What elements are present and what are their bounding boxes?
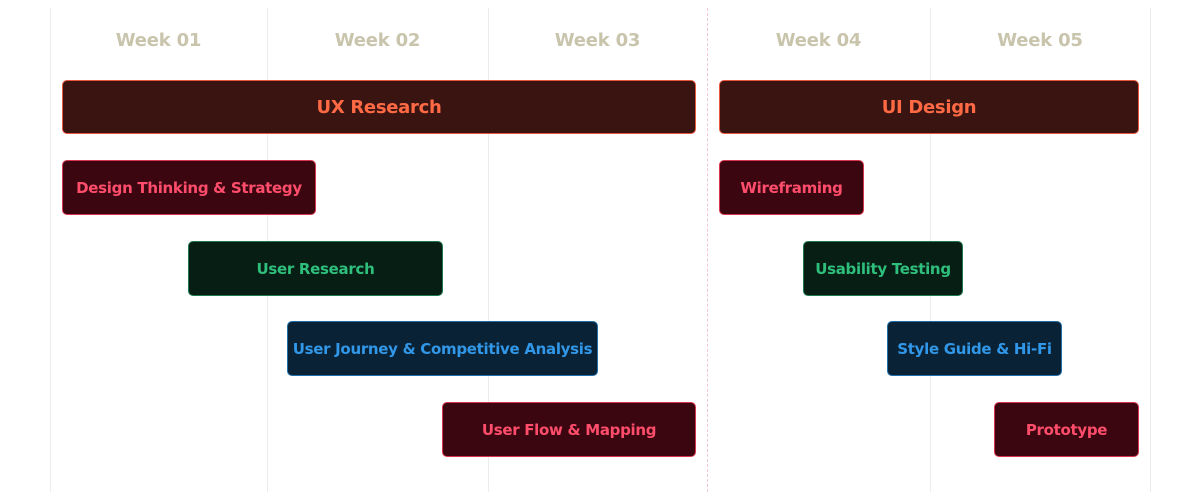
user-flow-task-bar: User Flow & Mapping <box>442 402 696 457</box>
gridline-start <box>50 8 51 492</box>
ui-design-phase-label: UI Design <box>881 96 977 118</box>
user-flow-task-label: User Flow & Mapping <box>481 420 657 439</box>
gridline-end <box>1150 8 1151 492</box>
ux-research-phase-bar: UX Research <box>62 80 696 134</box>
style-guide-task-label: Style Guide & Hi-Fi <box>897 339 1052 358</box>
week-05-label: Week 05 <box>997 30 1083 51</box>
user-journey-task-bar: User Journey & Competitive Analysis <box>287 321 598 376</box>
wireframing-task-label: Wireframing <box>740 178 843 197</box>
user-research-task-bar: User Research <box>188 241 443 296</box>
user-journey-task-label: User Journey & Competitive Analysis <box>292 339 593 358</box>
week-02-label: Week 02 <box>334 30 421 51</box>
week-01-label: Week 01 <box>115 30 202 51</box>
design-thinking-task-label: Design Thinking & Strategy <box>76 178 302 197</box>
week-03-label: Week 03 <box>554 30 641 51</box>
gridline-week-03 <box>488 8 489 492</box>
ui-design-phase-bar: UI Design <box>719 80 1139 134</box>
design-thinking-task-bar: Design Thinking & Strategy <box>62 160 316 215</box>
user-research-task-label: User Research <box>256 259 375 278</box>
ux-research-phase-label: UX Research <box>316 96 442 118</box>
usability-testing-task-label: Usability Testing <box>815 259 951 278</box>
week-04-label: Week 04 <box>775 30 862 51</box>
usability-testing-task-bar: Usability Testing <box>803 241 963 296</box>
style-guide-task-bar: Style Guide & Hi-Fi <box>887 321 1062 376</box>
prototype-task-bar: Prototype <box>994 402 1139 457</box>
prototype-task-label: Prototype <box>1025 420 1108 439</box>
wireframing-task-bar: Wireframing <box>719 160 864 215</box>
phase-divider-line <box>707 8 708 492</box>
